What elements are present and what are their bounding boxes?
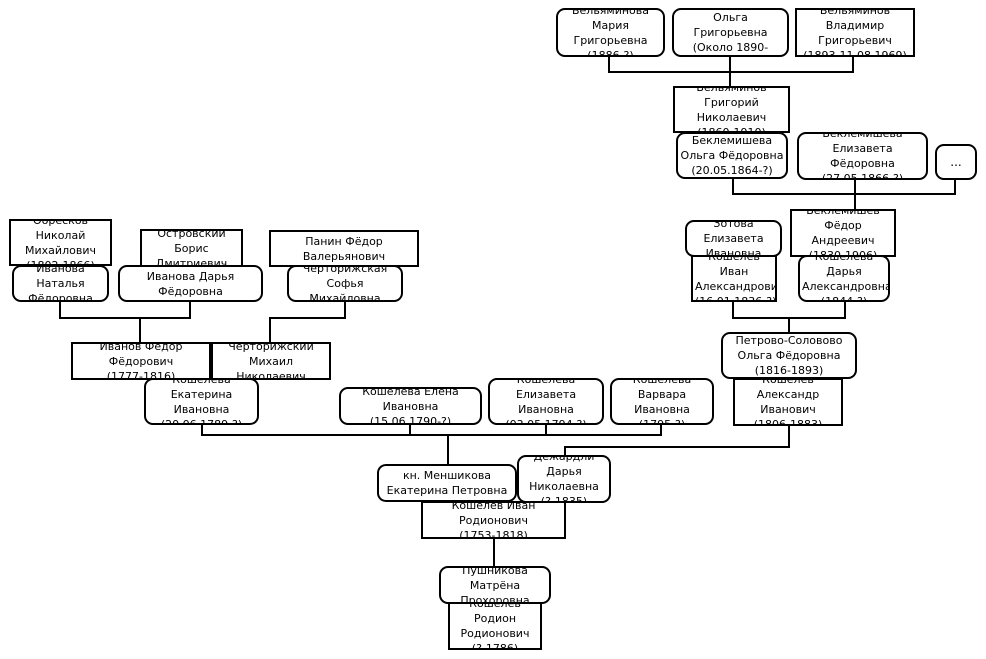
person-name: Островский Борис Дмитриевич	[155, 229, 228, 267]
ellipsis-icon: ...	[950, 154, 962, 169]
person-box[interactable]: Кошелева Дарья Александровна(1844-?)	[798, 255, 890, 302]
person-name: Кошелева Елизавета Ивановна	[515, 378, 577, 416]
person-name: Вельяминов Владимир Григорьевич	[818, 8, 892, 47]
person-dates: (?-1835)	[540, 495, 588, 503]
person-box[interactable]: кн. Меншикова Екатерина Петровна	[377, 464, 517, 502]
person-dates: (?-1786)	[471, 642, 519, 650]
person-box[interactable]: Кошелев Александр Иванович (1806-1883)	[733, 378, 843, 426]
person-box[interactable]: Кошелева Елизавета Ивановна(03.05.1794-?…	[488, 378, 604, 425]
person-box[interactable]: Кошелев Иван Родионович(1753-1818)	[421, 501, 566, 539]
person-dates: (1795-?)	[638, 417, 686, 425]
person-name: Дежардли Дарья Николаевна	[529, 455, 599, 493]
person-name: Кошелев Иван Александрович	[695, 255, 777, 293]
person-box[interactable]: Кошелев Иван Александрович(16.01.1836-?)	[691, 255, 777, 302]
person-name: Панин Фёдор Валерьянович	[302, 234, 386, 263]
person-name: Иванова Наталья Фёдоровна	[28, 265, 93, 302]
person-box[interactable]: Кошелев Родион Родионович (?-1786)	[448, 602, 542, 650]
person-box[interactable]: Петрово-Соловово Ольга Фёдоровна (1816-18…	[721, 332, 857, 379]
person-name: Беклемишева Ольга Фёдоровна	[680, 134, 784, 162]
person-box[interactable]: Черторижский Михаил Николаевич	[211, 342, 331, 380]
person-box[interactable]: Панин Фёдор Валерьянович	[269, 230, 419, 267]
person-dates: (03.05.1794-?)	[505, 417, 587, 425]
person-box[interactable]: Беклемишева Ольга Фёдоровна (20.05.1864-?…	[676, 132, 788, 179]
person-dates: (1777-1816)	[106, 369, 176, 380]
person-box[interactable]: Дежардли Дарья Николаевна (?-1835)	[517, 455, 611, 503]
person-name: Черторижский Михаил Николаевич	[228, 342, 314, 380]
person-dates: (1806-1883)	[753, 418, 823, 426]
person-name: Беклемишев Фёдор Андреевич	[806, 209, 880, 247]
person-name: Кошелева Варвара Ивановна	[632, 378, 692, 416]
person-dates: (1816-1893)	[754, 364, 824, 377]
person-dates: (1860-1910)	[697, 125, 766, 133]
person-name: Вельяминова Мария Григорьевна	[571, 8, 650, 47]
person-name: Черторижская Софья Михайловна	[302, 265, 388, 302]
person-name: Вельяминова Ольга Григорьевна	[693, 11, 768, 39]
connector	[732, 301, 846, 333]
person-name: Иванова Дарья Фёдоровна	[146, 269, 235, 298]
connector	[59, 301, 191, 343]
person-box[interactable]: Черторижская Софья Михайловна	[287, 265, 403, 302]
person-name: Кошелев Александр Иванович	[756, 378, 820, 416]
person-box[interactable]: Иванова Дарья Фёдоровна	[118, 265, 263, 302]
person-box[interactable]: Иванов Фёдор Фёдорович(1777-1816)	[71, 342, 211, 380]
person-name: Кошелева Екатерина Ивановна	[170, 378, 233, 416]
person-box[interactable]: Кошелева Варвара Ивановна(1795-?)	[610, 378, 714, 425]
person-box[interactable]: Вельяминов Григорий Николаевич(1860-1910…	[673, 86, 790, 133]
person-dates: (20.06.1789-?)	[160, 417, 243, 425]
person-dates: (1753-1818)	[459, 528, 528, 539]
person-box[interactable]: Вельяминов Владимир Григорьевич(1893-11.…	[795, 8, 915, 57]
more-relatives-button[interactable]: ...	[935, 144, 977, 180]
person-box[interactable]: Кошелева Екатерина Ивановна(20.06.1789-?…	[144, 378, 259, 425]
person-dates: (20.05.1864-?)	[691, 164, 773, 177]
person-name: Вельяминов Григорий Николаевич	[696, 86, 767, 124]
person-dates: (1830-1906)	[808, 249, 878, 257]
person-name: Обресков Николай Михайлович	[25, 219, 96, 257]
person-name: Кошелев Родион Родионович	[460, 602, 530, 640]
person-name: кн. Меншикова Екатерина Петровна	[386, 469, 508, 497]
person-name: Пушникова Матрёна Прохоровна	[460, 566, 530, 604]
connector	[564, 426, 790, 456]
person-dates: (1844-?)	[820, 294, 868, 302]
person-box[interactable]: Иванова Наталья Фёдоровна	[12, 265, 109, 302]
person-name: Зотова Елизавета Ивановна	[703, 220, 764, 257]
connector	[201, 424, 662, 465]
person-box[interactable]: Обресков Николай Михайлович(1802-1866)	[9, 219, 112, 266]
person-box[interactable]: Беклемишев Фёдор Андреевич (1830-1906)	[790, 209, 896, 257]
person-dates: (27.05.1866-?)	[821, 172, 904, 180]
person-dates: (1802-1866)	[26, 258, 95, 266]
person-box[interactable]: Островский Борис Дмитриевич	[140, 229, 243, 267]
person-box[interactable]: Вельяминова Ольга Григорьевна (Около 1890…	[672, 8, 789, 57]
person-name: Иванов Фёдор Фёдорович	[99, 342, 183, 368]
person-name: Беклемишева Елизавета Фёдоровна	[822, 132, 903, 170]
person-dates: (16.01.1836-?)	[695, 294, 777, 302]
person-box[interactable]: Кошелева Елена Ивановна(15.06.1790-?)	[339, 387, 482, 425]
person-box[interactable]: Зотова Елизавета Ивановна	[685, 220, 782, 257]
person-dates: (1893-11.08.1969)	[803, 48, 907, 57]
connector	[608, 56, 854, 87]
connector	[732, 178, 956, 211]
person-name: Кошелева Дарья Александровна	[802, 255, 890, 293]
person-box[interactable]: Вельяминова Мария Григорьевна(1886-?)	[556, 8, 665, 57]
person-dates: (15.06.1790-?)	[369, 414, 452, 425]
person-dates: (Около 1890-10.1917)	[692, 41, 769, 54]
person-name: Петрово-Соловово Ольга Фёдоровна	[735, 334, 843, 362]
person-name: Кошелева Елена Ивановна	[362, 387, 459, 413]
person-dates: (1886-?)	[587, 48, 634, 57]
person-box[interactable]: Беклемишева Елизавета Фёдоровна (27.05.18…	[797, 132, 928, 180]
person-name: Кошелев Иван Родионович	[451, 501, 536, 527]
person-box[interactable]: Пушникова Матрёна Прохоровна	[439, 566, 551, 604]
connector	[269, 301, 346, 343]
